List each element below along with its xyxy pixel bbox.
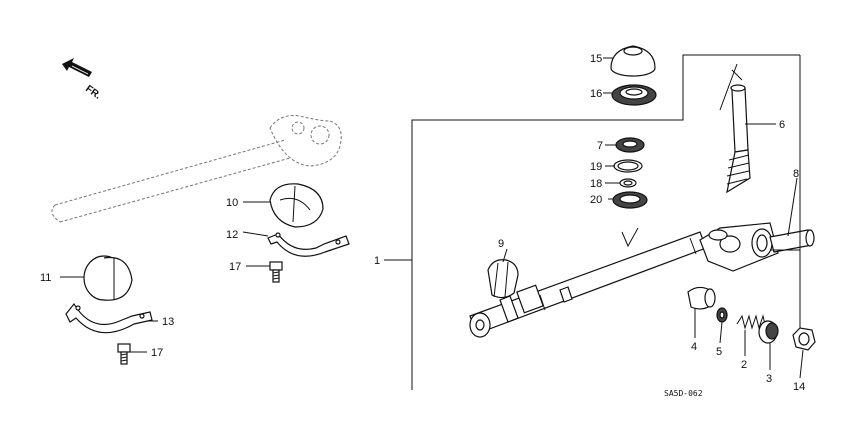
part-7-washer — [615, 137, 645, 153]
part-label-2: 2 — [741, 359, 747, 371]
part-label-17-upper: 17 — [229, 261, 241, 273]
leader-lines — [60, 57, 804, 379]
part-3-adjusting-screw — [758, 320, 779, 344]
part-label-6: 6 — [779, 119, 785, 131]
part-9-bushing — [487, 259, 519, 299]
part-20-bearing — [612, 191, 648, 209]
part-5-o-ring — [716, 307, 728, 323]
part-12-mount-bracket — [267, 232, 350, 257]
part-14-locknut — [792, 327, 816, 351]
part-label-14: 14 — [793, 381, 805, 393]
part-label-15: 15 — [590, 53, 602, 65]
part-label-17-lower: 17 — [151, 347, 163, 359]
steering-rack-housing — [469, 222, 815, 338]
assembly-bracket-line — [384, 54, 801, 390]
part-2-spring — [736, 314, 766, 330]
part-label-20: 20 — [590, 194, 602, 206]
part-label-8: 8 — [793, 168, 799, 180]
part-13-mount-bracket — [65, 302, 153, 334]
part-label-7: 7 — [597, 140, 603, 152]
front-direction-label: FR. — [83, 83, 103, 101]
diagram-code: SA5D-062 — [664, 389, 703, 398]
part-17-bolt-upper — [269, 261, 283, 283]
part-label-19: 19 — [590, 161, 602, 173]
part-label-12: 12 — [226, 229, 238, 241]
part-label-16: 16 — [590, 88, 602, 100]
part-label-13: 13 — [162, 316, 174, 328]
part-15-dust-seal — [610, 45, 656, 77]
part-17-bolt-lower — [117, 343, 131, 365]
part-11-mount-cushion — [83, 255, 133, 301]
front-direction-arrow-icon — [62, 58, 92, 77]
part-10-mount-cushion — [269, 183, 324, 228]
part-label-9: 9 — [498, 238, 504, 250]
part-19-snap-ring — [613, 159, 643, 173]
part-label-10: 10 — [226, 197, 238, 209]
part-label-11: 11 — [40, 272, 51, 284]
part-label-1: 1 — [374, 255, 380, 267]
part-label-18: 18 — [590, 178, 602, 190]
part-18-circlip — [619, 178, 637, 188]
part-label-5: 5 — [716, 346, 722, 358]
part-label-3: 3 — [766, 373, 772, 385]
part-6-pinion-shaft — [719, 63, 751, 194]
part-16-oil-seal — [611, 84, 657, 106]
part-label-4: 4 — [691, 341, 697, 353]
ghost-rack-outline — [51, 115, 342, 223]
part-4-rack-guide — [687, 286, 716, 310]
